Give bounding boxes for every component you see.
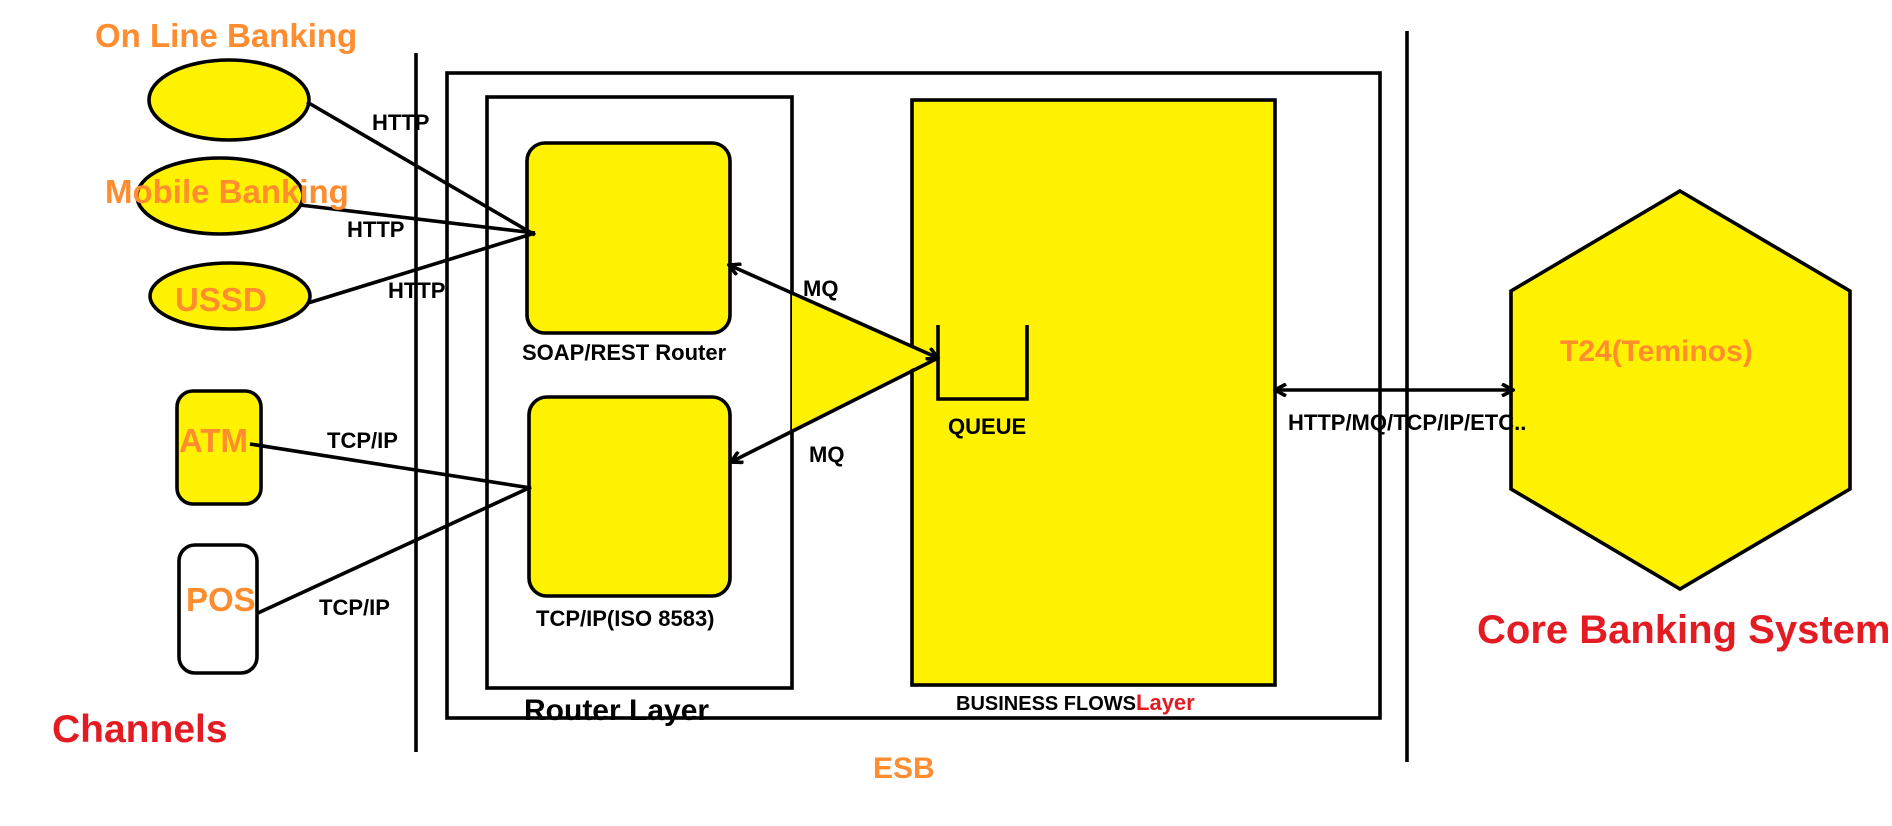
mq-top-arrow bbox=[729, 265, 938, 358]
business-flows-box bbox=[910, 98, 1277, 687]
mobile-http-label: HTTP bbox=[347, 217, 404, 242]
pos-label: POS bbox=[186, 581, 256, 618]
mobile-http-line bbox=[299, 203, 536, 235]
ussd-http-label: HTTP bbox=[388, 278, 445, 303]
mobile-banking-label: Mobile Banking bbox=[105, 173, 349, 210]
mq-bottom-arrow bbox=[731, 356, 939, 462]
t24-label: T24(Teminos) bbox=[1560, 335, 1753, 368]
atm-tcp-label: TCP/IP bbox=[327, 428, 398, 453]
t24-core-node bbox=[1509, 188, 1852, 592]
channels-title: Channels bbox=[52, 708, 228, 751]
queue-label: QUEUE bbox=[948, 414, 1026, 439]
online-http-label: HTTP bbox=[372, 110, 429, 135]
router-layer-title: Router Layer bbox=[524, 694, 709, 727]
soap-rest-router-label: SOAP/REST Router bbox=[522, 340, 727, 365]
core-banking-title: Core Banking System bbox=[1477, 608, 1890, 652]
pos-tcp-label: TCP/IP bbox=[319, 595, 390, 620]
business-flows-label-main: BUSINESS FLOWS bbox=[956, 693, 1136, 715]
esb-label: ESB bbox=[873, 752, 935, 785]
business-flows-label-layer: Layer bbox=[1136, 690, 1195, 715]
online-banking-label: On Line Banking bbox=[95, 17, 357, 54]
tcp-ip-router-label: TCP/IP(ISO 8583) bbox=[536, 606, 715, 631]
mq-top-label: MQ bbox=[803, 276, 838, 301]
tcp-ip-router-box bbox=[527, 395, 732, 598]
mq-bottom-label: MQ bbox=[809, 442, 844, 467]
atm-tcp-line bbox=[249, 442, 532, 490]
ussd-node bbox=[148, 261, 312, 331]
queue-icon bbox=[936, 325, 1029, 401]
soap-rest-router-box bbox=[525, 141, 732, 335]
atm-label: ATM bbox=[179, 422, 248, 459]
ussd-label: USSD bbox=[175, 281, 267, 318]
mobile-banking-node bbox=[135, 156, 305, 236]
online-banking-node bbox=[147, 58, 311, 142]
pos-node bbox=[177, 543, 259, 675]
pos-tcp-line bbox=[257, 485, 532, 615]
ussd-http-line bbox=[307, 231, 536, 305]
online-http-line bbox=[306, 100, 536, 237]
core-link-label: HTTP/MQ/TCP/IP/ETC.. bbox=[1288, 410, 1526, 435]
business-flows-label: BUSINESS FLOWSLayer bbox=[956, 690, 1195, 715]
